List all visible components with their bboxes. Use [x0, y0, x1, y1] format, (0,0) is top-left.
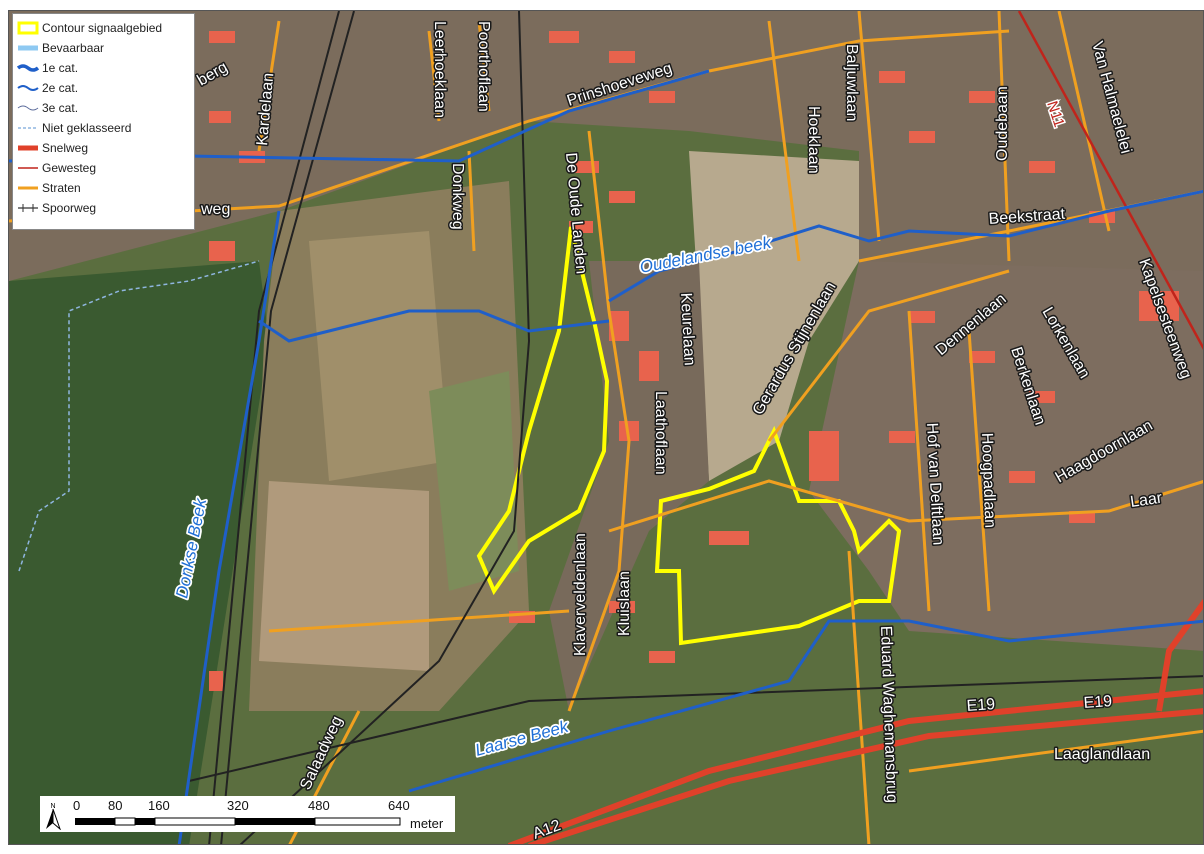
scale-tick-label: 320: [227, 798, 249, 813]
legend-item: 3e cat.: [17, 98, 190, 118]
street-label-keurelaan: Keurelaan: [677, 292, 698, 366]
legend-swatch-icon: [18, 127, 38, 129]
street-label-hoogpadlaan: Hoogpadlaan: [978, 433, 998, 529]
legend-item: Niet geklasseerd: [17, 118, 190, 138]
legend-item-label: Niet geklasseerd: [42, 121, 132, 135]
legend-item: Gewesteg: [17, 158, 190, 178]
legend-item: 2e cat.: [17, 78, 190, 98]
legend-swatch-icon: [17, 85, 39, 91]
street-label-klaverveldenlaan: Klaverveldenlaan: [572, 533, 589, 656]
street-label-kluislaan: Kluislaan: [616, 571, 633, 636]
legend-swatch-icon: [17, 105, 39, 111]
field-strip: [429, 371, 519, 591]
scale-tick-label: 160: [148, 798, 170, 813]
street-label-hoeklaan: Hoeklaan: [805, 106, 822, 174]
legend-swatch-icon: [18, 45, 38, 51]
legend-item: Spoorweg: [17, 198, 190, 218]
legend-item: Straten: [17, 178, 190, 198]
north-arrow-icon: N: [46, 803, 61, 830]
legend-item-label: Snelweg: [42, 141, 89, 155]
forest-area: [9, 261, 269, 844]
legend-item-label: Gewesteg: [42, 161, 97, 175]
legend-item: Bevaarbaar: [17, 38, 190, 58]
regional-road-n11: [1017, 11, 1203, 350]
street-label-weg: weg: [200, 201, 230, 218]
field-strip: [259, 481, 429, 671]
legend-swatch-icon: [18, 186, 38, 190]
street-label-laathoflaan: Laathoflaan: [652, 391, 669, 475]
legend-item-label: Spoorweg: [42, 201, 97, 215]
legend-item: Snelweg: [17, 138, 190, 158]
legend-swatch-icon: [18, 167, 38, 169]
urban-area-north: [9, 11, 1203, 341]
svg-text:N: N: [50, 803, 55, 810]
urban-area-center: [549, 261, 709, 711]
unclassified-stream: [18, 260, 260, 572]
legend-swatch-icon: [18, 145, 38, 151]
legend-item-label: 1e cat.: [42, 61, 79, 75]
road-label-e19-b: E19: [1083, 693, 1113, 712]
signal-area-contour-west[interactable]: [476, 226, 610, 596]
map-canvas[interactable]: Oudelandse beek Donkse Beek Laarse Beek …: [9, 11, 1204, 845]
map-frame[interactable]: Oudelandse beek Donkse Beek Laarse Beek …: [8, 10, 1204, 845]
legend-item-label: Bevaarbaar: [42, 41, 105, 55]
legend-swatch-icon: [18, 204, 38, 212]
legend-item-label: 3e cat.: [42, 101, 79, 115]
street-label-laaglandlaan: Laaglandlaan: [1054, 746, 1150, 763]
legend-swatch-icon: [17, 64, 39, 72]
signal-area-contour-east[interactable]: [654, 425, 902, 646]
street-label-donkweg: Donkweg: [449, 163, 466, 230]
legend-item: Contour signaalgebied: [17, 18, 190, 38]
legend-swatch-icon: [17, 21, 39, 35]
scale-tick-label: 480: [308, 798, 330, 813]
street-label-baljuwlaan: Baljuwlaan: [843, 44, 860, 121]
highways: [507, 599, 1203, 844]
street-label-oudebaan: Oudebaan: [994, 86, 1011, 161]
legend-item: 1e cat.: [17, 58, 190, 78]
legend-item-label: 2e cat.: [42, 81, 79, 95]
legend-item-label: Contour signaalgebied: [42, 21, 163, 35]
field-strip: [309, 231, 449, 481]
road-label-e19-a: E19: [966, 696, 996, 715]
urban-area-east: [809, 261, 1203, 651]
scale-tick-label: 640: [388, 798, 410, 813]
scale-tick-label: 80: [108, 798, 123, 813]
street-label-leerhoeklaan: Leerhoeklaan: [431, 21, 448, 118]
central-field: [689, 151, 859, 481]
scale-bar: N 0 80 160 320 480 640 meter: [40, 796, 455, 832]
legend-item-label: Straten: [42, 181, 81, 195]
street-label-poorthoflaan: Poorthoflaan: [475, 21, 492, 112]
railway: [188, 11, 1203, 844]
scale-unit-label: meter: [410, 816, 444, 831]
scale-tick-label: 0: [73, 798, 81, 813]
scale-bar-graphic: [75, 817, 401, 826]
